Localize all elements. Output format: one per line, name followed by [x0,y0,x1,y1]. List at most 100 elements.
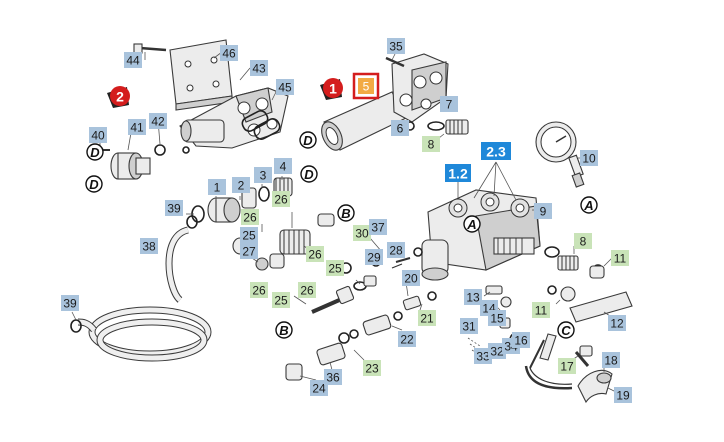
part-number-label: 31 [460,318,478,334]
cap-11-part [547,285,576,302]
svg-text:40: 40 [91,129,105,143]
reference-letter-circle: D [86,143,104,161]
reference-letter-circle: B [275,321,293,339]
svg-text:B: B [279,323,288,338]
reference-letter-circle: C [557,321,575,339]
svg-text:19: 19 [616,389,630,403]
suction-hose-part [77,226,212,362]
svg-text:37: 37 [371,221,385,235]
reference-letter-circle: A [463,215,481,233]
svg-text:7: 7 [446,98,453,112]
part-number-label: 25 [272,292,290,308]
part-number-label: 44 [124,52,142,68]
svg-text:23: 23 [365,362,379,376]
part-number-label: 10 [580,150,598,166]
svg-text:D: D [303,133,313,148]
part-number-label: 26 [272,191,290,207]
part-number-label: 37 [369,219,387,235]
valve-1-2-part [207,177,293,223]
svg-text:17: 17 [560,360,574,374]
svg-text:33: 33 [476,350,490,364]
svg-text:26: 26 [300,284,314,298]
svg-text:24: 24 [312,382,326,396]
svg-text:1: 1 [214,181,221,195]
part-number-label: 6 [391,120,409,136]
lance-tube-part [524,333,573,390]
svg-text:C: C [561,323,571,338]
part-number-label: 45 [276,79,294,95]
cylinder-head-part [179,87,289,149]
svg-text:20: 20 [404,272,418,286]
part-number-label: 25 [326,260,344,276]
part-number-label: 19 [614,387,632,403]
part-number-label: 3 [254,167,272,183]
svg-text:29: 29 [367,251,381,265]
svg-text:39: 39 [63,297,77,311]
elbow-18-19-part [577,369,613,404]
part-number-label: 43 [250,60,268,76]
svg-text:5: 5 [363,80,370,94]
part-number-label: 26 [298,282,316,298]
part-number-label: 38 [140,238,158,254]
part-number-label: 7 [440,96,458,112]
reference-letter-circle: A [580,196,598,214]
svg-text:12: 12 [610,317,624,331]
svg-text:39: 39 [167,202,181,216]
pump-block-part [421,189,541,281]
part-number-label: 29 [365,249,383,265]
svg-text:2: 2 [116,89,124,105]
svg-text:25: 25 [274,294,288,308]
part-number-label: 8 [422,136,440,152]
svg-text:A: A [466,217,476,232]
pressure-gauge-part [535,121,585,188]
part-number-label: 23 [363,360,381,376]
svg-text:11: 11 [614,252,627,266]
svg-text:38: 38 [142,240,156,254]
svg-text:36: 36 [326,371,340,385]
svg-text:42: 42 [151,115,165,129]
svg-text:4: 4 [280,160,287,174]
pump-housing-7-part [391,53,449,123]
part-number-label: 35 [387,38,405,54]
svg-text:26: 26 [274,193,288,207]
svg-text:B: B [341,206,350,221]
spring-8b-part [544,246,579,271]
svg-text:9: 9 [540,205,547,219]
svg-text:8: 8 [428,138,435,152]
svg-text:10: 10 [582,152,596,166]
svg-text:32: 32 [490,345,504,359]
svg-text:25: 25 [328,262,342,276]
svg-text:6: 6 [397,122,404,136]
seal-ring-part [241,110,281,140]
svg-text:25: 25 [242,229,256,243]
svg-text:D: D [304,167,314,182]
reference-letter-circle: B [337,204,355,222]
svg-text:27: 27 [242,245,256,259]
part-number-label: 39 [61,295,79,311]
part-number-label: 1 [208,179,226,195]
svg-text:45: 45 [278,81,292,95]
svg-text:31: 31 [462,320,476,334]
svg-text:46: 46 [222,47,236,61]
svg-text:43: 43 [252,62,266,76]
part-number-label: 42 [149,113,167,129]
valve-22-part [349,311,403,339]
svg-text:A: A [583,198,593,213]
part-number-label: 28 [387,242,405,258]
reference-letter-circle: D [85,175,103,193]
spring-8-part [445,119,469,135]
valve-20-part [402,291,437,311]
part-number-label: 22 [398,331,416,347]
svg-text:D: D [89,177,99,192]
part-number-label: 26 [241,209,259,225]
part-number-label: 25 [240,227,258,243]
svg-text:26: 26 [308,248,322,262]
bolt-part [133,43,167,54]
part-number-label: 4 [274,158,292,174]
svg-text:1: 1 [329,81,337,97]
svg-text:16: 16 [514,334,528,348]
part-number-label: 11 [532,302,550,318]
part-number-label: 11 [611,250,629,266]
part-number-label: 2 [232,177,250,193]
sleeve-tube-part [321,91,407,151]
